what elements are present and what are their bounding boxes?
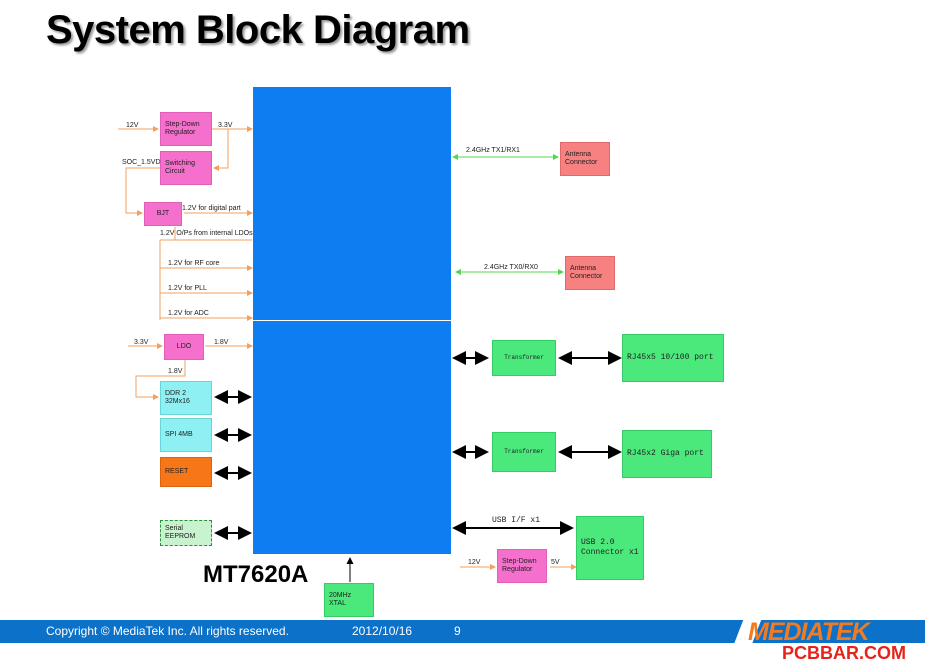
label-usb-if: USB I/F x1 — [492, 516, 541, 525]
label-5v: 5V — [551, 559, 560, 566]
antenna-connector-1: Antenna Connector — [560, 142, 610, 176]
label-tx1-rx1: 2.4GHz TX1/RX1 — [466, 147, 520, 154]
label-adc: 1.2V for ADC — [168, 310, 209, 317]
label-tx0-rx0: 2.4GHz TX0/RX0 — [484, 264, 538, 271]
bjt-block: BJT — [144, 202, 182, 226]
transformer-1: Transformer — [492, 340, 556, 376]
serial-eeprom: Serial EEPROM — [160, 520, 212, 546]
ldo-block: LDO — [164, 334, 204, 360]
chip-lower-block — [253, 321, 451, 554]
chip-upper-block — [253, 87, 451, 320]
step-down-regulator-left: Step-Down Regulator — [160, 112, 212, 146]
footer-copyright: Copyright © MediaTek Inc. All rights res… — [46, 624, 289, 638]
label-pll: 1.2V for PLL — [168, 285, 207, 292]
mediatek-logo: MEDIATEK — [748, 618, 870, 646]
label-33v-ldo-in: 3.3V — [134, 339, 149, 346]
step-down-regulator-right: Step-Down Regulator — [497, 549, 547, 583]
logo-slash-icon — [734, 618, 762, 644]
rj45-giga-port: RJ45x2 Giga port — [622, 430, 712, 478]
footer-bar — [0, 620, 925, 643]
footer-page-number: 9 — [454, 624, 461, 638]
rj45-10-100-port: RJ45x5 10/100 port — [622, 334, 724, 382]
label-ldo-outputs: 1.2V O/Ps from internal LDOs — [160, 230, 253, 237]
page-title: System Block Diagram — [46, 8, 470, 52]
spi-flash: SPI 4MB — [160, 418, 212, 452]
label-digital: 1.2V for digital part — [182, 205, 241, 212]
label-12v-in: 12V — [126, 122, 139, 129]
ddr2-memory: DDR 2 32Mx16 — [160, 381, 212, 415]
label-rf-core: 1.2V for RF core — [168, 260, 220, 267]
label-18v-out: 1.8V — [214, 339, 229, 346]
xtal-20mhz: 20MHz XTAL — [324, 583, 374, 617]
chip-label: MT7620A — [203, 561, 309, 588]
reset-block: RESET — [160, 457, 212, 487]
usb-connector: USB 2.0 Connector x1 — [576, 516, 644, 580]
label-12v-right: 12V — [468, 559, 481, 566]
antenna-connector-2: Antenna Connector — [565, 256, 615, 290]
watermark: PCBBAR.COM — [782, 643, 906, 663]
footer-date: 2012/10/16 — [352, 624, 413, 638]
label-33v-out: 3.3V — [218, 122, 233, 129]
transformer-2: Transformer — [492, 432, 556, 472]
label-18v-ddr: 1.8V — [168, 368, 183, 375]
label-soc-15vd: SOC_1.5VD — [122, 159, 161, 166]
switching-circuit: Switching Circuit — [160, 151, 212, 185]
